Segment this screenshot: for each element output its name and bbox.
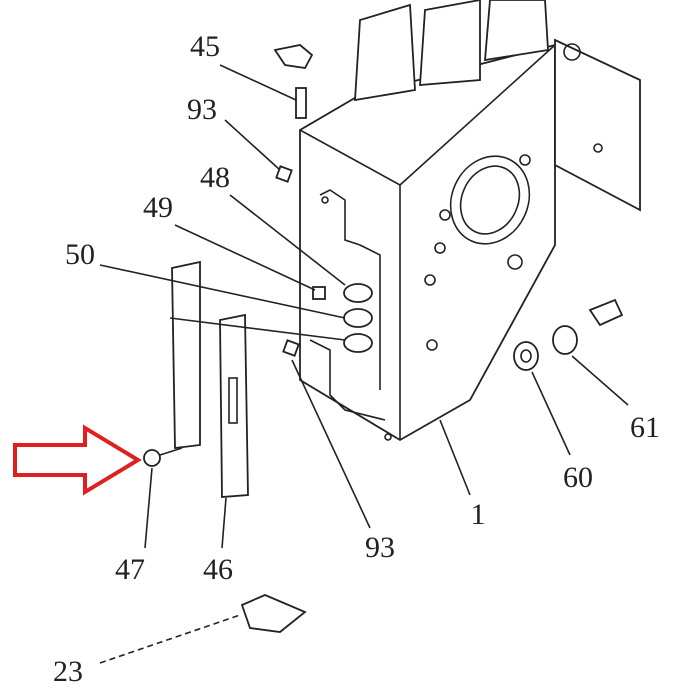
part-93-pin-lower: [282, 339, 300, 357]
callout-93-lower: 93: [365, 531, 395, 564]
callout-60: 60: [563, 461, 593, 494]
part-61-bolt: [552, 298, 624, 355]
callout-49: 49: [143, 191, 173, 224]
frame-part-1: [299, 0, 641, 442]
callout-93-upper: 93: [187, 93, 217, 126]
callout-48: 48: [200, 161, 230, 194]
callout-50: 50: [65, 238, 95, 271]
part-47-screw: [143, 447, 183, 467]
leader-lines: [99, 64, 629, 664]
callout-61: 61: [630, 411, 660, 444]
highlight-arrow-icon: [13, 424, 142, 496]
part-48-bearings: [312, 283, 373, 353]
part-23-bracket: [240, 594, 307, 633]
callout-45: 45: [190, 30, 220, 63]
part-50-plate: [171, 260, 201, 450]
part-46-plate: [219, 313, 249, 498]
callout-23: 23: [53, 655, 83, 688]
callout-46: 46: [203, 553, 233, 586]
callout-47: 47: [115, 553, 145, 586]
part-60-washer: [513, 341, 539, 371]
callout-1: 1: [470, 498, 486, 531]
part-93-pin-upper: [275, 165, 293, 183]
part-45-clip: [273, 44, 314, 119]
